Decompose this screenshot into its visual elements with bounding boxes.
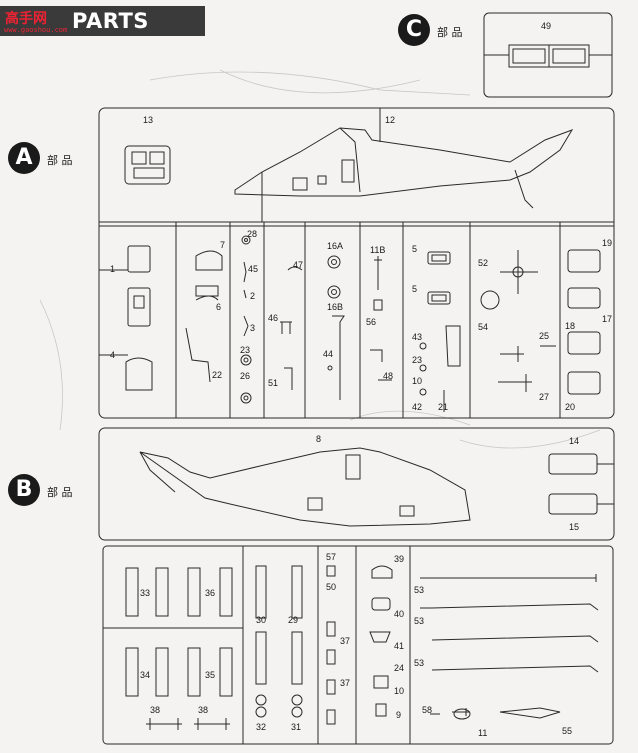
section-b-badge: B [8,474,40,506]
part-8: 8 [316,434,322,444]
part-4: 4 [110,350,116,360]
part-26: 26 [240,371,251,381]
part-9: 9 [396,710,402,720]
part-30: 30 [256,615,267,625]
part-14: 14 [569,436,580,446]
part-43: 43 [412,332,423,342]
part-56: 56 [366,317,377,327]
part-23: 23 [412,355,423,365]
sprue-a-parts [99,108,601,412]
sprue-c-frame [483,12,613,98]
part-51: 51 [268,378,279,388]
page-title: PARTS [72,9,149,33]
section-c-badge: C [398,14,430,46]
part-10: 10 [412,376,423,386]
part-7: 7 [220,240,226,250]
part-22: 22 [212,370,223,380]
background-trace [39,69,601,449]
part-11: 11 [478,728,488,738]
section-b-label: 部 品 [47,486,73,499]
part-17: 17 [602,314,613,324]
section-c-label: 部 品 [437,26,463,39]
part-10-b: 10 [394,686,405,696]
part-42: 42 [412,402,423,412]
part-5-a: 5 [412,244,418,254]
part-23b: 23 [240,345,251,355]
parts-header: 高手网 www.gaoshou.com PARTS [0,6,205,36]
part-16b: 16B [327,302,344,312]
part-40: 40 [394,609,405,619]
part-36: 36 [205,588,216,598]
part-38-a: 38 [150,705,161,715]
part-48: 48 [383,371,394,381]
part-32: 32 [256,722,267,732]
part-31: 31 [291,722,302,732]
part-18: 18 [565,321,576,331]
sprue-b-upper-frame [98,427,615,541]
part-37-b: 37 [340,678,351,688]
part-53-a: 53 [414,585,425,595]
part-55: 55 [562,726,573,736]
part-34: 34 [140,670,151,680]
part-2: 2 [250,291,256,301]
part-13: 13 [143,115,154,125]
part-12: 12 [385,115,396,125]
part-50: 50 [326,582,337,592]
sprue-a-frame [98,107,615,419]
part-37-a: 37 [340,636,351,646]
part-33: 33 [140,588,151,598]
part-46: 46 [268,313,279,323]
part-3: 3 [250,323,256,333]
part-45: 45 [248,264,259,274]
sprue-b-lower-frame [102,545,614,745]
part-53-b: 53 [414,616,425,626]
section-a-badge: A [8,142,40,174]
part-35: 35 [205,670,216,680]
part-49: 49 [541,21,552,31]
part-38-b: 38 [198,705,209,715]
part-53-c: 53 [414,658,425,668]
part-16a: 16A [327,241,344,251]
part-27: 27 [539,392,550,402]
part-15: 15 [569,522,580,532]
part-52: 52 [478,258,489,268]
part-39: 39 [394,554,405,564]
part-57: 57 [326,552,337,562]
part-24: 24 [394,663,405,673]
site-logo-url: www.gaoshou.com [4,26,68,34]
part-20: 20 [565,402,576,412]
part-1: 1 [110,264,116,274]
part-21: 21 [438,402,449,412]
section-a-label: 部 品 [47,154,73,167]
part-29: 29 [288,615,299,625]
part-25: 25 [539,331,550,341]
part-6: 6 [216,302,222,312]
site-logo: 高手网 [5,11,47,27]
part-19: 19 [602,238,613,248]
part-41: 41 [394,641,405,651]
part-11b: 11B [370,245,386,255]
part-54: 54 [478,322,489,332]
part-28: 28 [247,229,258,239]
sprue-b-lower-parts [125,565,599,730]
part-58: 58 [422,705,433,715]
part-47: 47 [293,260,304,270]
part-5-b: 5 [412,284,418,294]
part-44: 44 [323,349,334,359]
